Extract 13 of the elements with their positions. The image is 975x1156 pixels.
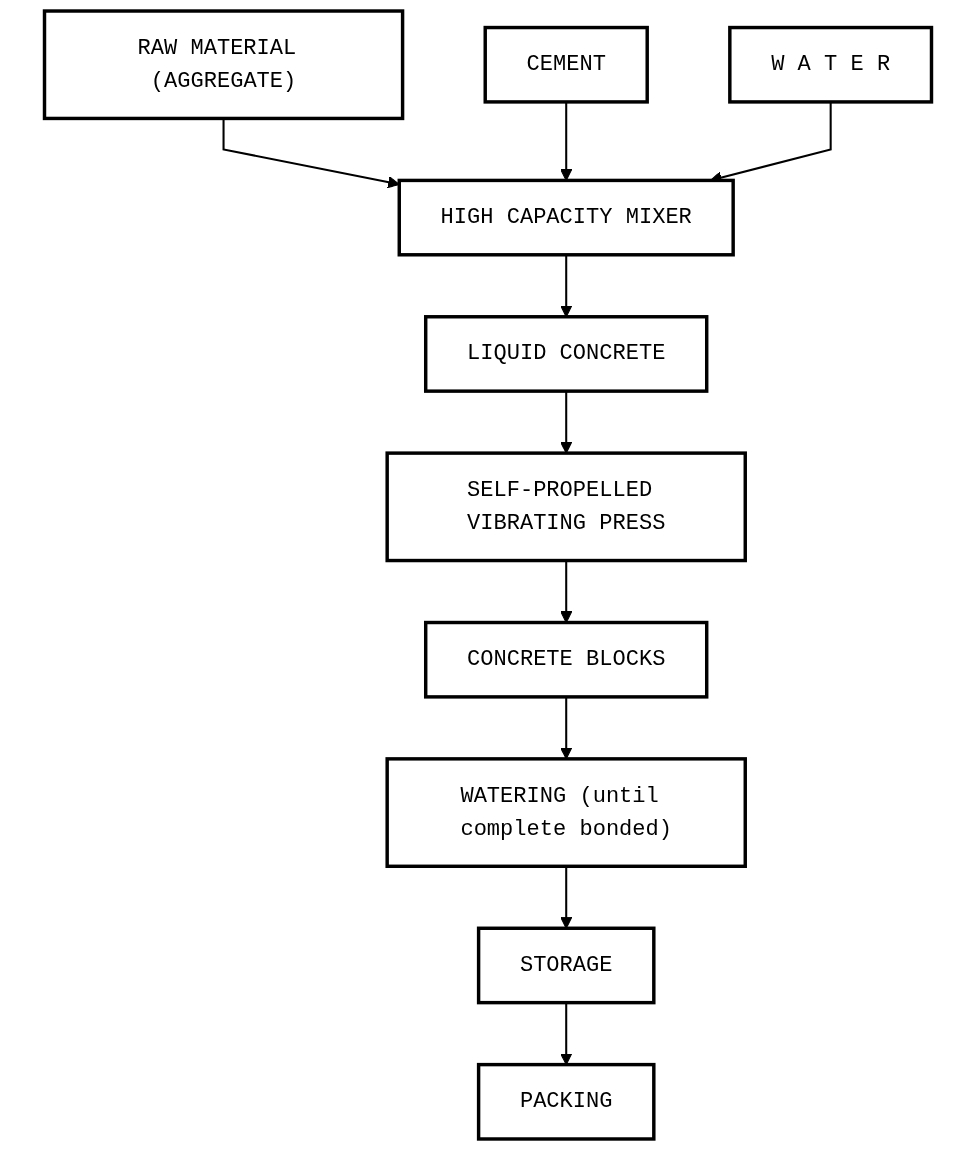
- arrow: [559, 866, 572, 929]
- arrow: [559, 101, 572, 181]
- node-box: STORAGE: [476, 926, 656, 1005]
- node-box: LIQUID CONCRETE: [423, 315, 708, 393]
- node-box: WATERING (until complete bonded): [384, 757, 747, 868]
- node-box: CEMENT: [483, 25, 649, 104]
- arrow: [559, 391, 572, 454]
- node-box: CONCRETE BLOCKS: [423, 620, 708, 699]
- node-box: SELF-PROPELLED VIBRATING PRESS: [384, 451, 747, 563]
- node-box: HIGH CAPACITY MIXER: [397, 178, 735, 257]
- node-box: PACKING: [476, 1062, 656, 1141]
- node-box: W A T E R: [727, 25, 933, 104]
- node-box: RAW MATERIAL (AGGREGATE): [42, 9, 404, 121]
